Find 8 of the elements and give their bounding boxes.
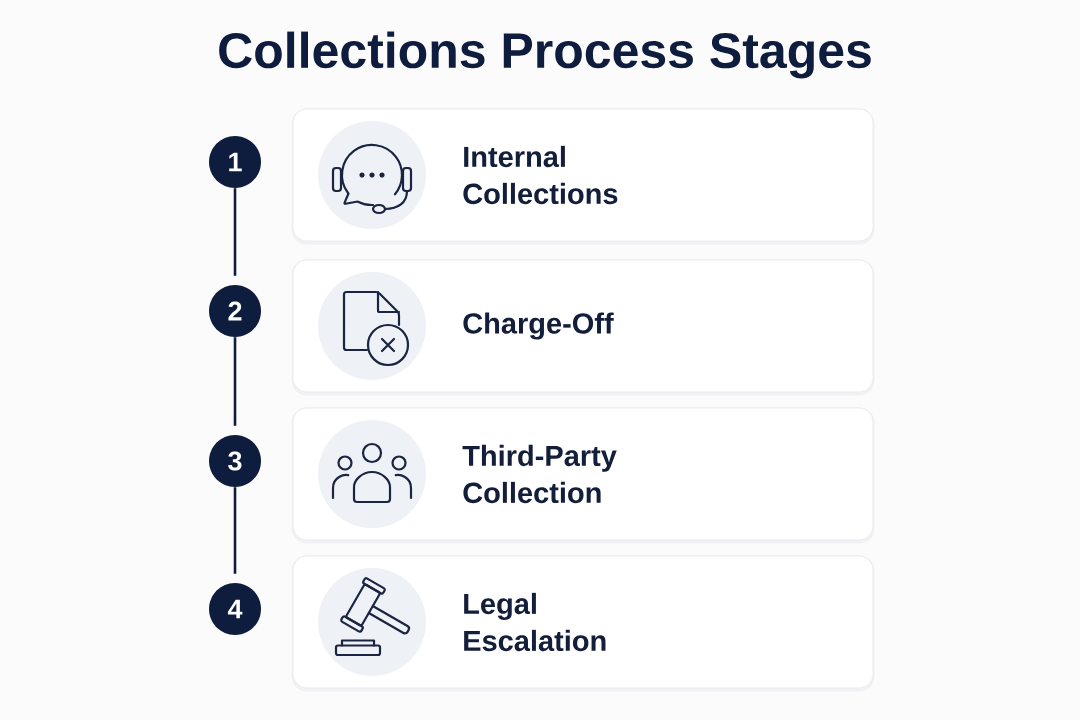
title: Collections Process Stages xyxy=(219,31,871,79)
step-number: 1 xyxy=(209,136,261,188)
connector-line xyxy=(233,337,237,426)
connector-line xyxy=(233,188,237,276)
step-number: 3 xyxy=(209,435,261,487)
step-number: 4 xyxy=(209,583,261,635)
step-number: 2 xyxy=(209,285,261,337)
connector-line xyxy=(233,487,237,574)
